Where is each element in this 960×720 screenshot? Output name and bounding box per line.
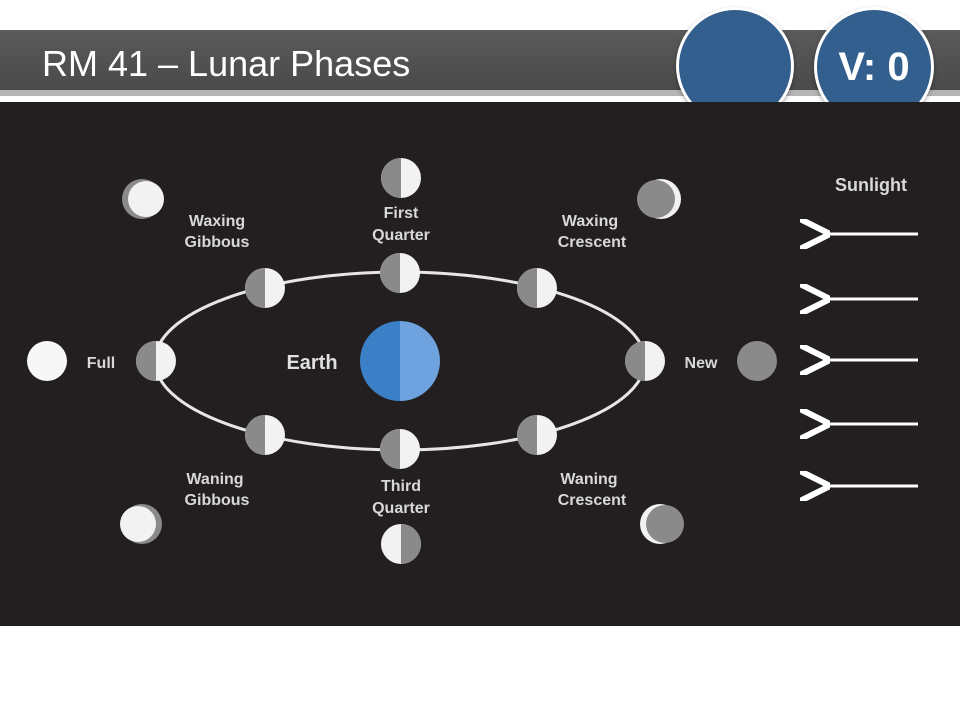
label-first-quarter-2: Quarter xyxy=(372,227,430,244)
label-waning-gibbous-2: Gibbous xyxy=(185,492,250,509)
phase-icon-full xyxy=(27,341,67,381)
label-waning-crescent-2: Crescent xyxy=(558,492,627,509)
phase-icon-waning-gibbous xyxy=(120,504,162,544)
orbit-moon-top xyxy=(380,253,420,293)
label-waxing-crescent-2: Crescent xyxy=(558,234,627,251)
label-new: New xyxy=(685,355,718,372)
phase-icon-waxing-crescent xyxy=(637,179,681,219)
label-third-quarter-1: Third xyxy=(381,478,421,495)
orbit-moon-right xyxy=(625,341,665,381)
label-waxing-gibbous-2: Gibbous xyxy=(185,234,250,251)
slide-title: RM 41 – Lunar Phases xyxy=(42,43,411,84)
phase-icon-waxing-gibbous xyxy=(122,179,164,219)
phase-icon-waning-crescent xyxy=(640,504,684,544)
label-third-quarter-2: Quarter xyxy=(372,500,430,517)
label-waning-crescent-1: Waning xyxy=(560,471,617,488)
earth-label: Earth xyxy=(286,352,337,374)
label-full: Full xyxy=(87,355,115,372)
label-waning-gibbous-1: Waning xyxy=(186,471,243,488)
phase-icon-third-quarter xyxy=(381,524,421,564)
orbit-moon-top-left xyxy=(245,268,285,308)
phase-icon-first-quarter xyxy=(381,158,421,198)
orbit-moon-left xyxy=(136,341,176,381)
label-first-quarter-1: First xyxy=(384,205,419,222)
sunlight-label: Sunlight xyxy=(835,175,907,195)
title-bar xyxy=(0,30,960,96)
orbit-moon-bottom-left xyxy=(245,415,285,455)
phase-icon-new xyxy=(737,341,777,381)
earth xyxy=(360,321,440,401)
label-waxing-crescent-1: Waxing xyxy=(562,213,618,230)
label-waxing-gibbous-1: Waxing xyxy=(189,213,245,230)
lunar-phases-diagram: Earth xyxy=(0,102,960,626)
sunlight-arrows xyxy=(824,234,918,486)
orbit-moon-bottom-right xyxy=(517,415,557,455)
orbit-moon-bottom xyxy=(380,429,420,469)
diagram-canvas: Earth xyxy=(27,158,918,564)
orbit-moon-top-right xyxy=(517,268,557,308)
